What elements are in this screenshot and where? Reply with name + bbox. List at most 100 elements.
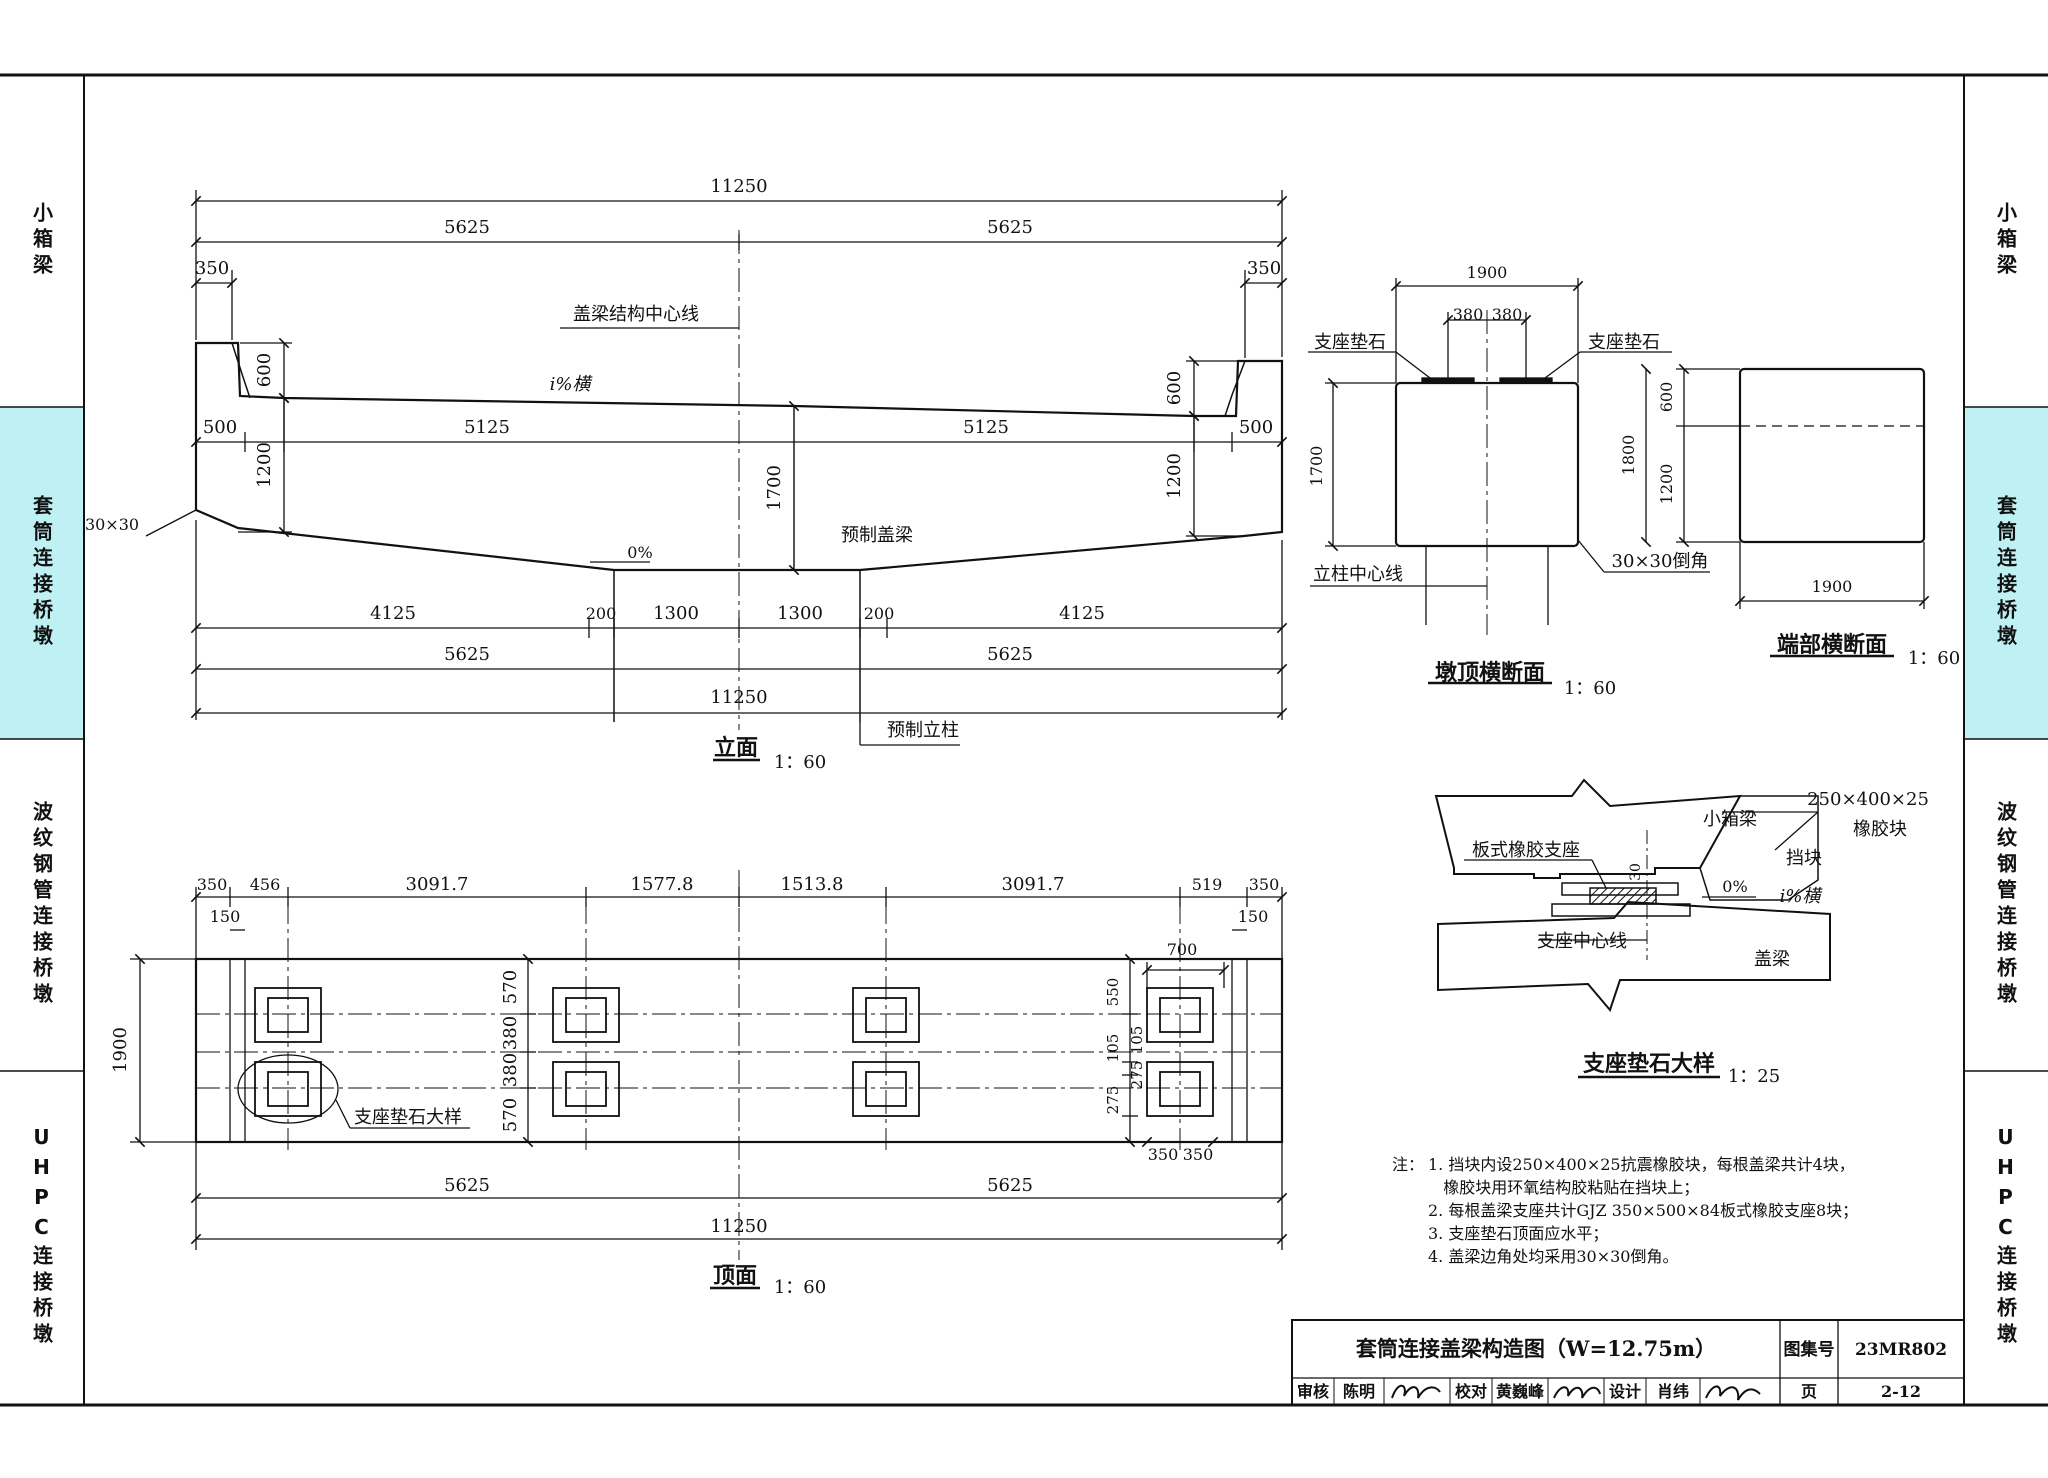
dim-total: 11250 xyxy=(710,176,767,197)
zero-slope-label: 0% xyxy=(627,543,652,562)
dim-end-right: 350 xyxy=(1247,258,1281,279)
check-label: 校对 xyxy=(1455,1382,1487,1401)
detail-cap-label: 盖梁 xyxy=(1754,949,1790,970)
dim-5125-right: 5125 xyxy=(963,417,1009,438)
dim-bottom-total: 11250 xyxy=(710,687,767,708)
bearing-detail-text: 小箱梁 250×400×25 橡胶块 板式橡胶支座 30 0% 挡块 i%横 支… xyxy=(1472,789,1929,1087)
end-dim-1200: 1200 xyxy=(1657,464,1676,505)
title-block xyxy=(1291,1319,1965,1406)
dim-4125-right: 4125 xyxy=(1059,603,1105,624)
designer-signature xyxy=(1705,1385,1761,1401)
elevation-scale: 1：60 xyxy=(774,752,826,773)
note-line: 2. 每根盖梁支座共计GJZ 350×500×84板式橡胶支座8块； xyxy=(1428,1201,1858,1220)
dim-600-left: 600 xyxy=(254,353,275,387)
end-section-title: 端部横断面 xyxy=(1777,632,1887,658)
beam-label: 预制盖梁 xyxy=(841,525,913,546)
dim-1300-left: 1300 xyxy=(653,603,699,624)
dim-500-right: 500 xyxy=(1239,417,1273,438)
side-tab-small-box-girder[interactable]: 小箱梁 xyxy=(0,75,84,407)
plan-dim-380-top: 380 xyxy=(500,1016,521,1050)
detail-rubber-size: 250×400×25 xyxy=(1807,789,1929,810)
dim-half-left: 5625 xyxy=(444,217,490,238)
plan-dim-275a: 275 xyxy=(1104,1086,1122,1115)
elevation-view xyxy=(145,190,1288,762)
plan-dim-11250: 11250 xyxy=(710,1216,767,1237)
side-tab-label: 套筒连接桥墩 xyxy=(29,495,54,651)
designer-name: 肖纬 xyxy=(1657,1382,1689,1401)
plan-dim-5625-right: 5625 xyxy=(987,1175,1033,1196)
drawing-title: 套筒连接盖梁构造图（W=12.75m） xyxy=(1356,1336,1716,1361)
plan-dim-380-bottom: 380 xyxy=(500,1053,521,1087)
side-tab-label: UHPC连接桥墩 xyxy=(29,1125,54,1349)
dim-bottom-5625-right: 5625 xyxy=(987,644,1033,665)
pier-section-title: 墩顶横断面 xyxy=(1435,660,1545,686)
centerline-label: 盖梁结构中心线 xyxy=(573,304,699,325)
page-number: 2-12 xyxy=(1881,1382,1921,1401)
end-dim-600: 600 xyxy=(1657,382,1676,413)
plan-dim-150-right: 150 xyxy=(1238,907,1269,926)
plan-view xyxy=(130,870,1288,1290)
end-section-view xyxy=(1640,363,1930,658)
side-tab-label: 套筒连接桥墩 xyxy=(1993,495,2018,651)
plan-dim-350-left: 350 xyxy=(197,875,228,894)
dim-1700: 1700 xyxy=(764,465,785,511)
note-line: 3. 支座垫石顶面应水平； xyxy=(1428,1224,1608,1243)
detail-rubber-label: 橡胶块 xyxy=(1853,819,1907,840)
end-section-text: 1800 600 1200 1900 端部横断面 1：60 xyxy=(1619,382,1960,669)
dim-bottom-5625-left: 5625 xyxy=(444,644,490,665)
side-tab-small-box-girder-right[interactable]: 小箱梁 xyxy=(1964,75,2048,407)
elevation-title: 立面 xyxy=(714,735,758,761)
plan-detail-label: 支座垫石大样 xyxy=(354,1107,462,1128)
elevation-text: 11250 5625 5625 350 350 600 600 500 5125… xyxy=(85,176,1281,773)
plan-dim-519: 519 xyxy=(1192,875,1223,894)
plan-dim-350b: 350 xyxy=(1183,1145,1214,1164)
end-dim-1800: 1800 xyxy=(1619,435,1638,476)
plan-dim-1513: 1513.8 xyxy=(781,874,844,895)
pier-dim-380b: 380 xyxy=(1492,305,1523,324)
end-section-scale: 1：60 xyxy=(1908,648,1960,669)
dim-1200-left: 1200 xyxy=(254,442,275,488)
pier-section-scale: 1：60 xyxy=(1564,678,1616,699)
side-tab-corrugated-pier-right[interactable]: 波纹钢管连接桥墩 xyxy=(1964,739,2048,1071)
plan-dim-105b: 105 xyxy=(1128,1026,1146,1055)
dim-200-right: 200 xyxy=(864,604,895,623)
detail-dim-30: 30 xyxy=(1628,863,1644,881)
slope-label: i%横 xyxy=(550,374,594,395)
notes-block: 注： 1. 挡块内设250×400×25抗震橡胶块，每根盖梁共计4块， 橡胶块用… xyxy=(1392,1155,1858,1266)
plan-dim-5625-left: 5625 xyxy=(444,1175,490,1196)
notes-heading: 注： xyxy=(1392,1155,1424,1174)
detail-bearing-label: 板式橡胶支座 xyxy=(1472,840,1580,861)
chamfer-label: 30×30 xyxy=(85,515,139,534)
reviewer-signature xyxy=(1391,1384,1441,1399)
plan-dim-700: 700 xyxy=(1167,940,1198,959)
side-tab-uhpc-pier-right[interactable]: UHPC连接桥墩 xyxy=(1964,1071,2048,1403)
pier-pad-left-label: 支座垫石 xyxy=(1314,332,1386,353)
note-line: 1. 挡块内设250×400×25抗震橡胶块，每根盖梁共计4块， xyxy=(1428,1155,1855,1174)
plan-dim-570-top: 570 xyxy=(500,970,521,1004)
dim-1200-right: 1200 xyxy=(1164,453,1185,499)
plan-dim-570-bottom: 570 xyxy=(500,1098,521,1132)
side-tab-label: 波纹钢管连接桥墩 xyxy=(29,801,54,1009)
dim-600-right: 600 xyxy=(1164,371,1185,405)
side-tab-corrugated-pier[interactable]: 波纹钢管连接桥墩 xyxy=(0,739,84,1071)
side-tab-label: 小箱梁 xyxy=(29,202,54,280)
pier-dim-1700: 1700 xyxy=(1307,446,1326,487)
side-tab-uhpc-pier[interactable]: UHPC连接桥墩 xyxy=(0,1071,84,1403)
bearing-detail-title: 支座垫石大样 xyxy=(1583,1051,1715,1077)
atlas-label: 图集号 xyxy=(1784,1339,1835,1360)
side-tab-sleeve-pier-right[interactable]: 套筒连接桥墩 xyxy=(1964,407,2048,739)
side-tab-label: 波纹钢管连接桥墩 xyxy=(1993,801,2018,1009)
dim-4125-left: 4125 xyxy=(370,603,416,624)
plan-dim-105a: 105 xyxy=(1104,1034,1122,1063)
dim-5125-left: 5125 xyxy=(464,417,510,438)
plan-dim-150-left: 150 xyxy=(210,907,241,926)
pier-section-view xyxy=(1308,278,1710,685)
checker-name: 黄巍峰 xyxy=(1496,1382,1545,1401)
pier-chamfer-label: 30×30倒角 xyxy=(1612,551,1709,572)
side-tab-sleeve-pier[interactable]: 套筒连接桥墩 xyxy=(0,407,84,739)
plan-dim-456: 456 xyxy=(250,875,281,894)
pier-dim-1900: 1900 xyxy=(1467,263,1508,282)
pier-column-axis-label: 立柱中心线 xyxy=(1313,564,1403,585)
detail-bearing-axis-label: 支座中心线 xyxy=(1537,931,1627,952)
